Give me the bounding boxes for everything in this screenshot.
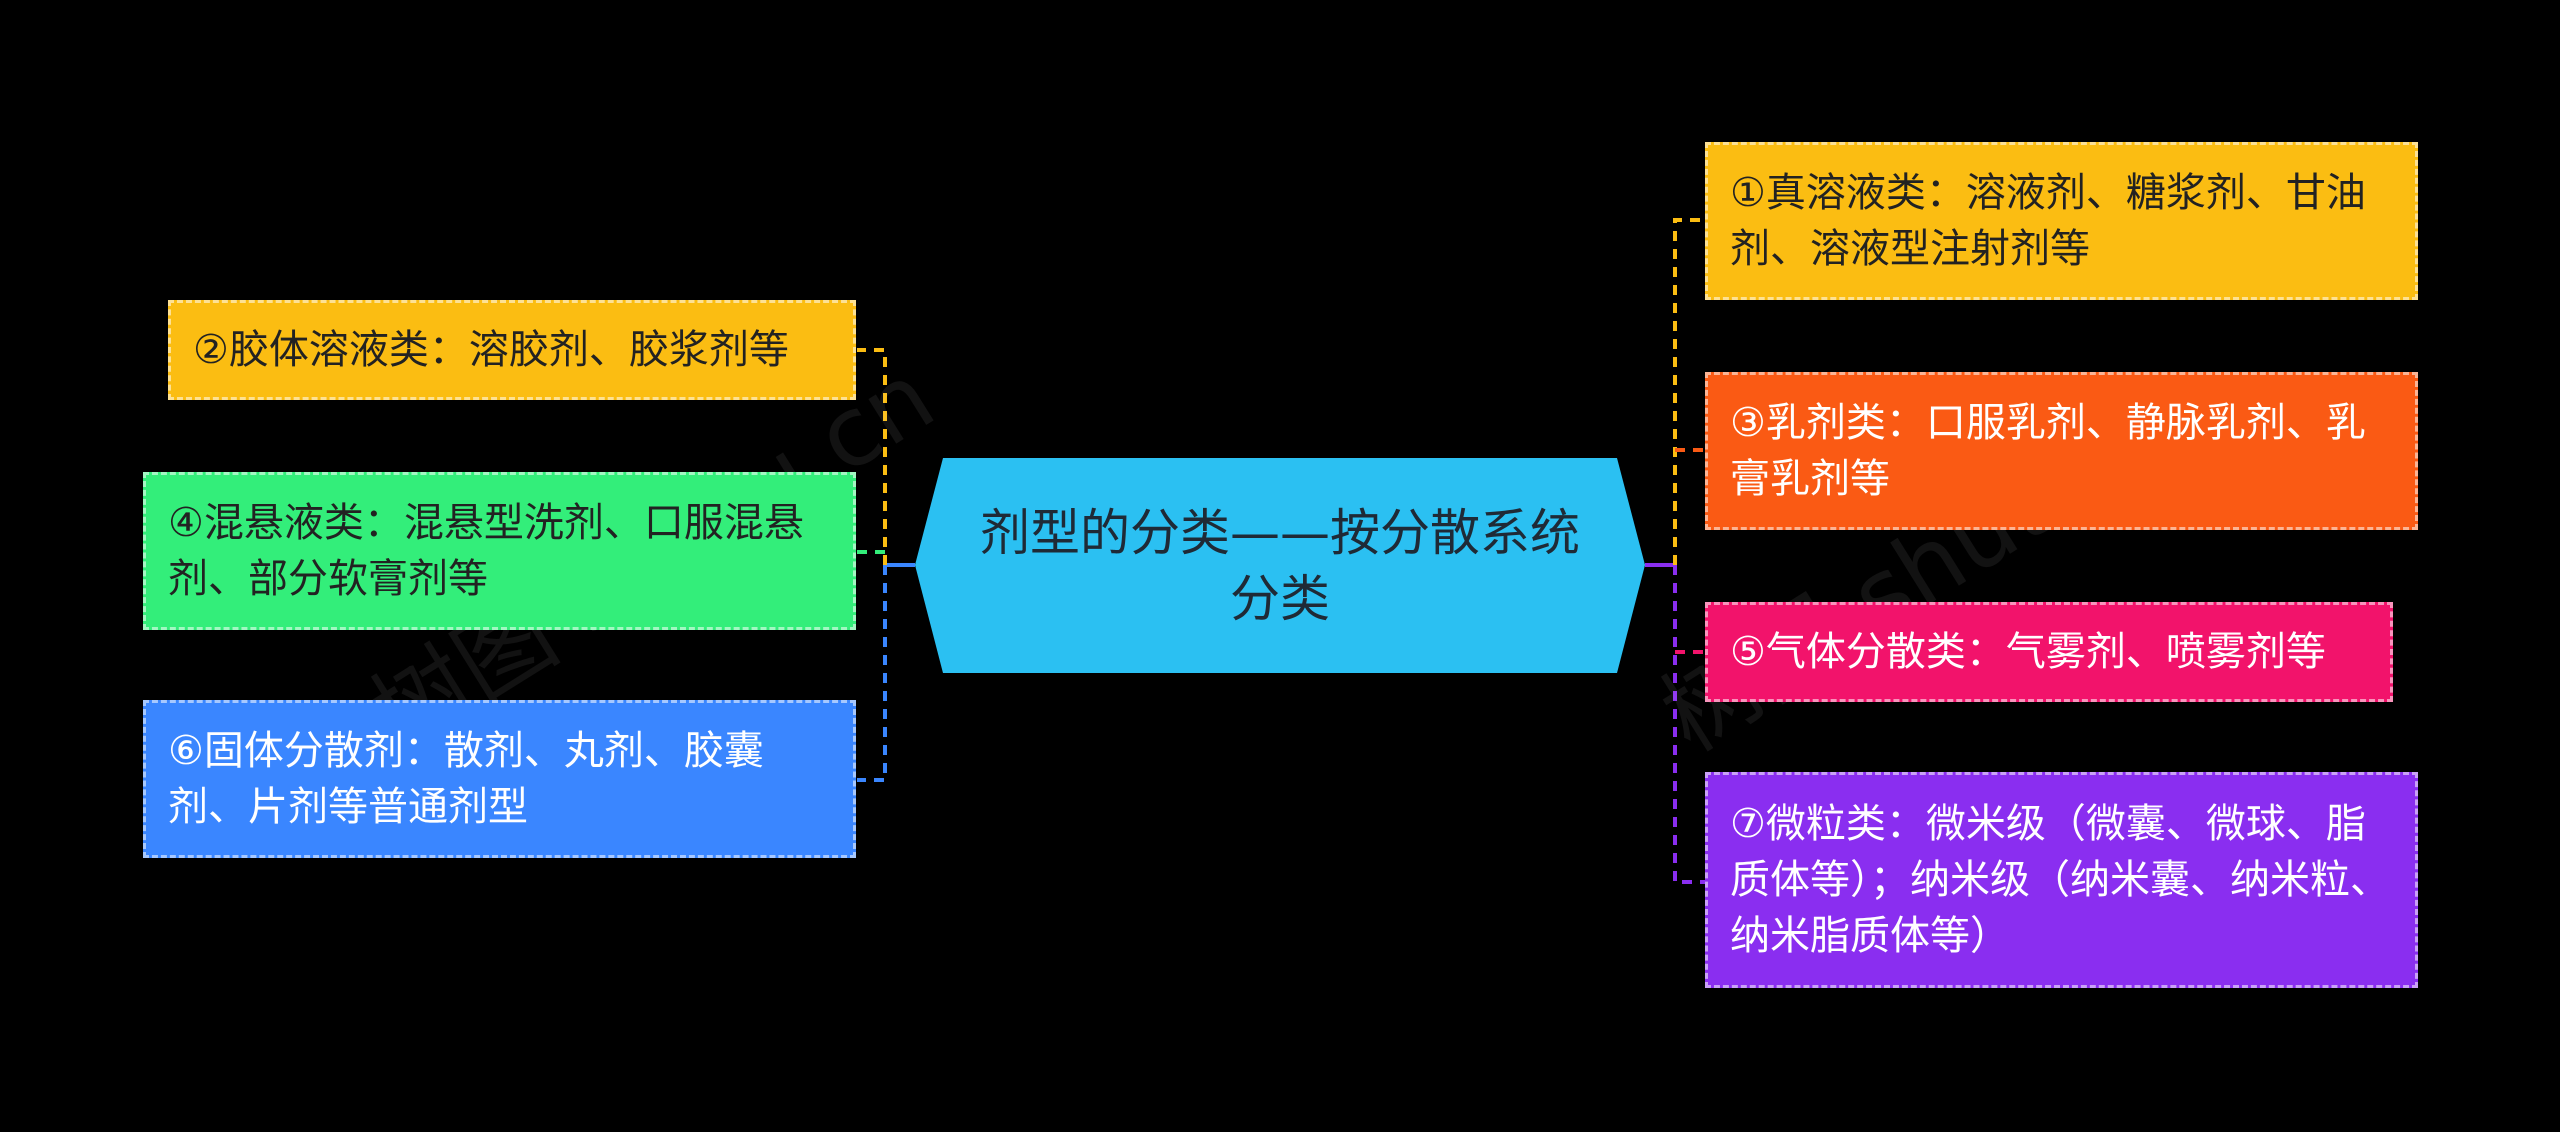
node-microparticle[interactable]: ⑦微粒类：微米级（微囊、微球、脂质体等）；纳米级（纳米囊、纳米粒、纳米脂质体等） [1705,772,2418,988]
central-topic-shape [915,458,1645,673]
connector-n2 [857,348,887,565]
central-topic-title: 剂型的分类——按分散系统分类 [980,503,1580,628]
node-true-solution[interactable]: ①真溶液类：溶液剂、糖浆剂、甘油剂、溶液型注射剂等 [1705,142,2418,300]
node-emulsion[interactable]: ③乳剂类：口服乳剂、静脉乳剂、乳膏乳剂等 [1705,372,2418,530]
node-suspension-text: ④混悬液类：混悬型洗剂、口服混悬剂、部分软膏剂等 [168,500,804,602]
connector-n6 [857,565,887,782]
node-solid-dispersion-text: ⑥固体分散剂：散剂、丸剂、胶囊剂、片剂等普通剂型 [168,728,764,830]
central-topic[interactable]: 剂型的分类——按分散系统分类 [915,458,1645,673]
node-colloid-solution-text: ②胶体溶液类：溶胶剂、胶浆剂等 [193,327,789,373]
node-gas-dispersion[interactable]: ⑤气体分散类：气雾剂、喷雾剂等 [1705,602,2393,702]
node-colloid-solution[interactable]: ②胶体溶液类：溶胶剂、胶浆剂等 [168,300,856,400]
connector-n1 [1673,218,1705,565]
node-emulsion-text: ③乳剂类：口服乳剂、静脉乳剂、乳膏乳剂等 [1730,400,2366,502]
node-suspension[interactable]: ④混悬液类：混悬型洗剂、口服混悬剂、部分软膏剂等 [143,472,856,630]
connector-n7 [1673,565,1705,884]
node-true-solution-text: ①真溶液类：溶液剂、糖浆剂、甘油剂、溶液型注射剂等 [1730,170,2366,272]
node-microparticle-text: ⑦微粒类：微米级（微囊、微球、脂质体等）；纳米级（纳米囊、纳米粒、纳米脂质体等） [1730,801,2390,959]
node-gas-dispersion-text: ⑤气体分散类：气雾剂、喷雾剂等 [1730,629,2326,675]
node-solid-dispersion[interactable]: ⑥固体分散剂：散剂、丸剂、胶囊剂、片剂等普通剂型 [143,700,856,858]
